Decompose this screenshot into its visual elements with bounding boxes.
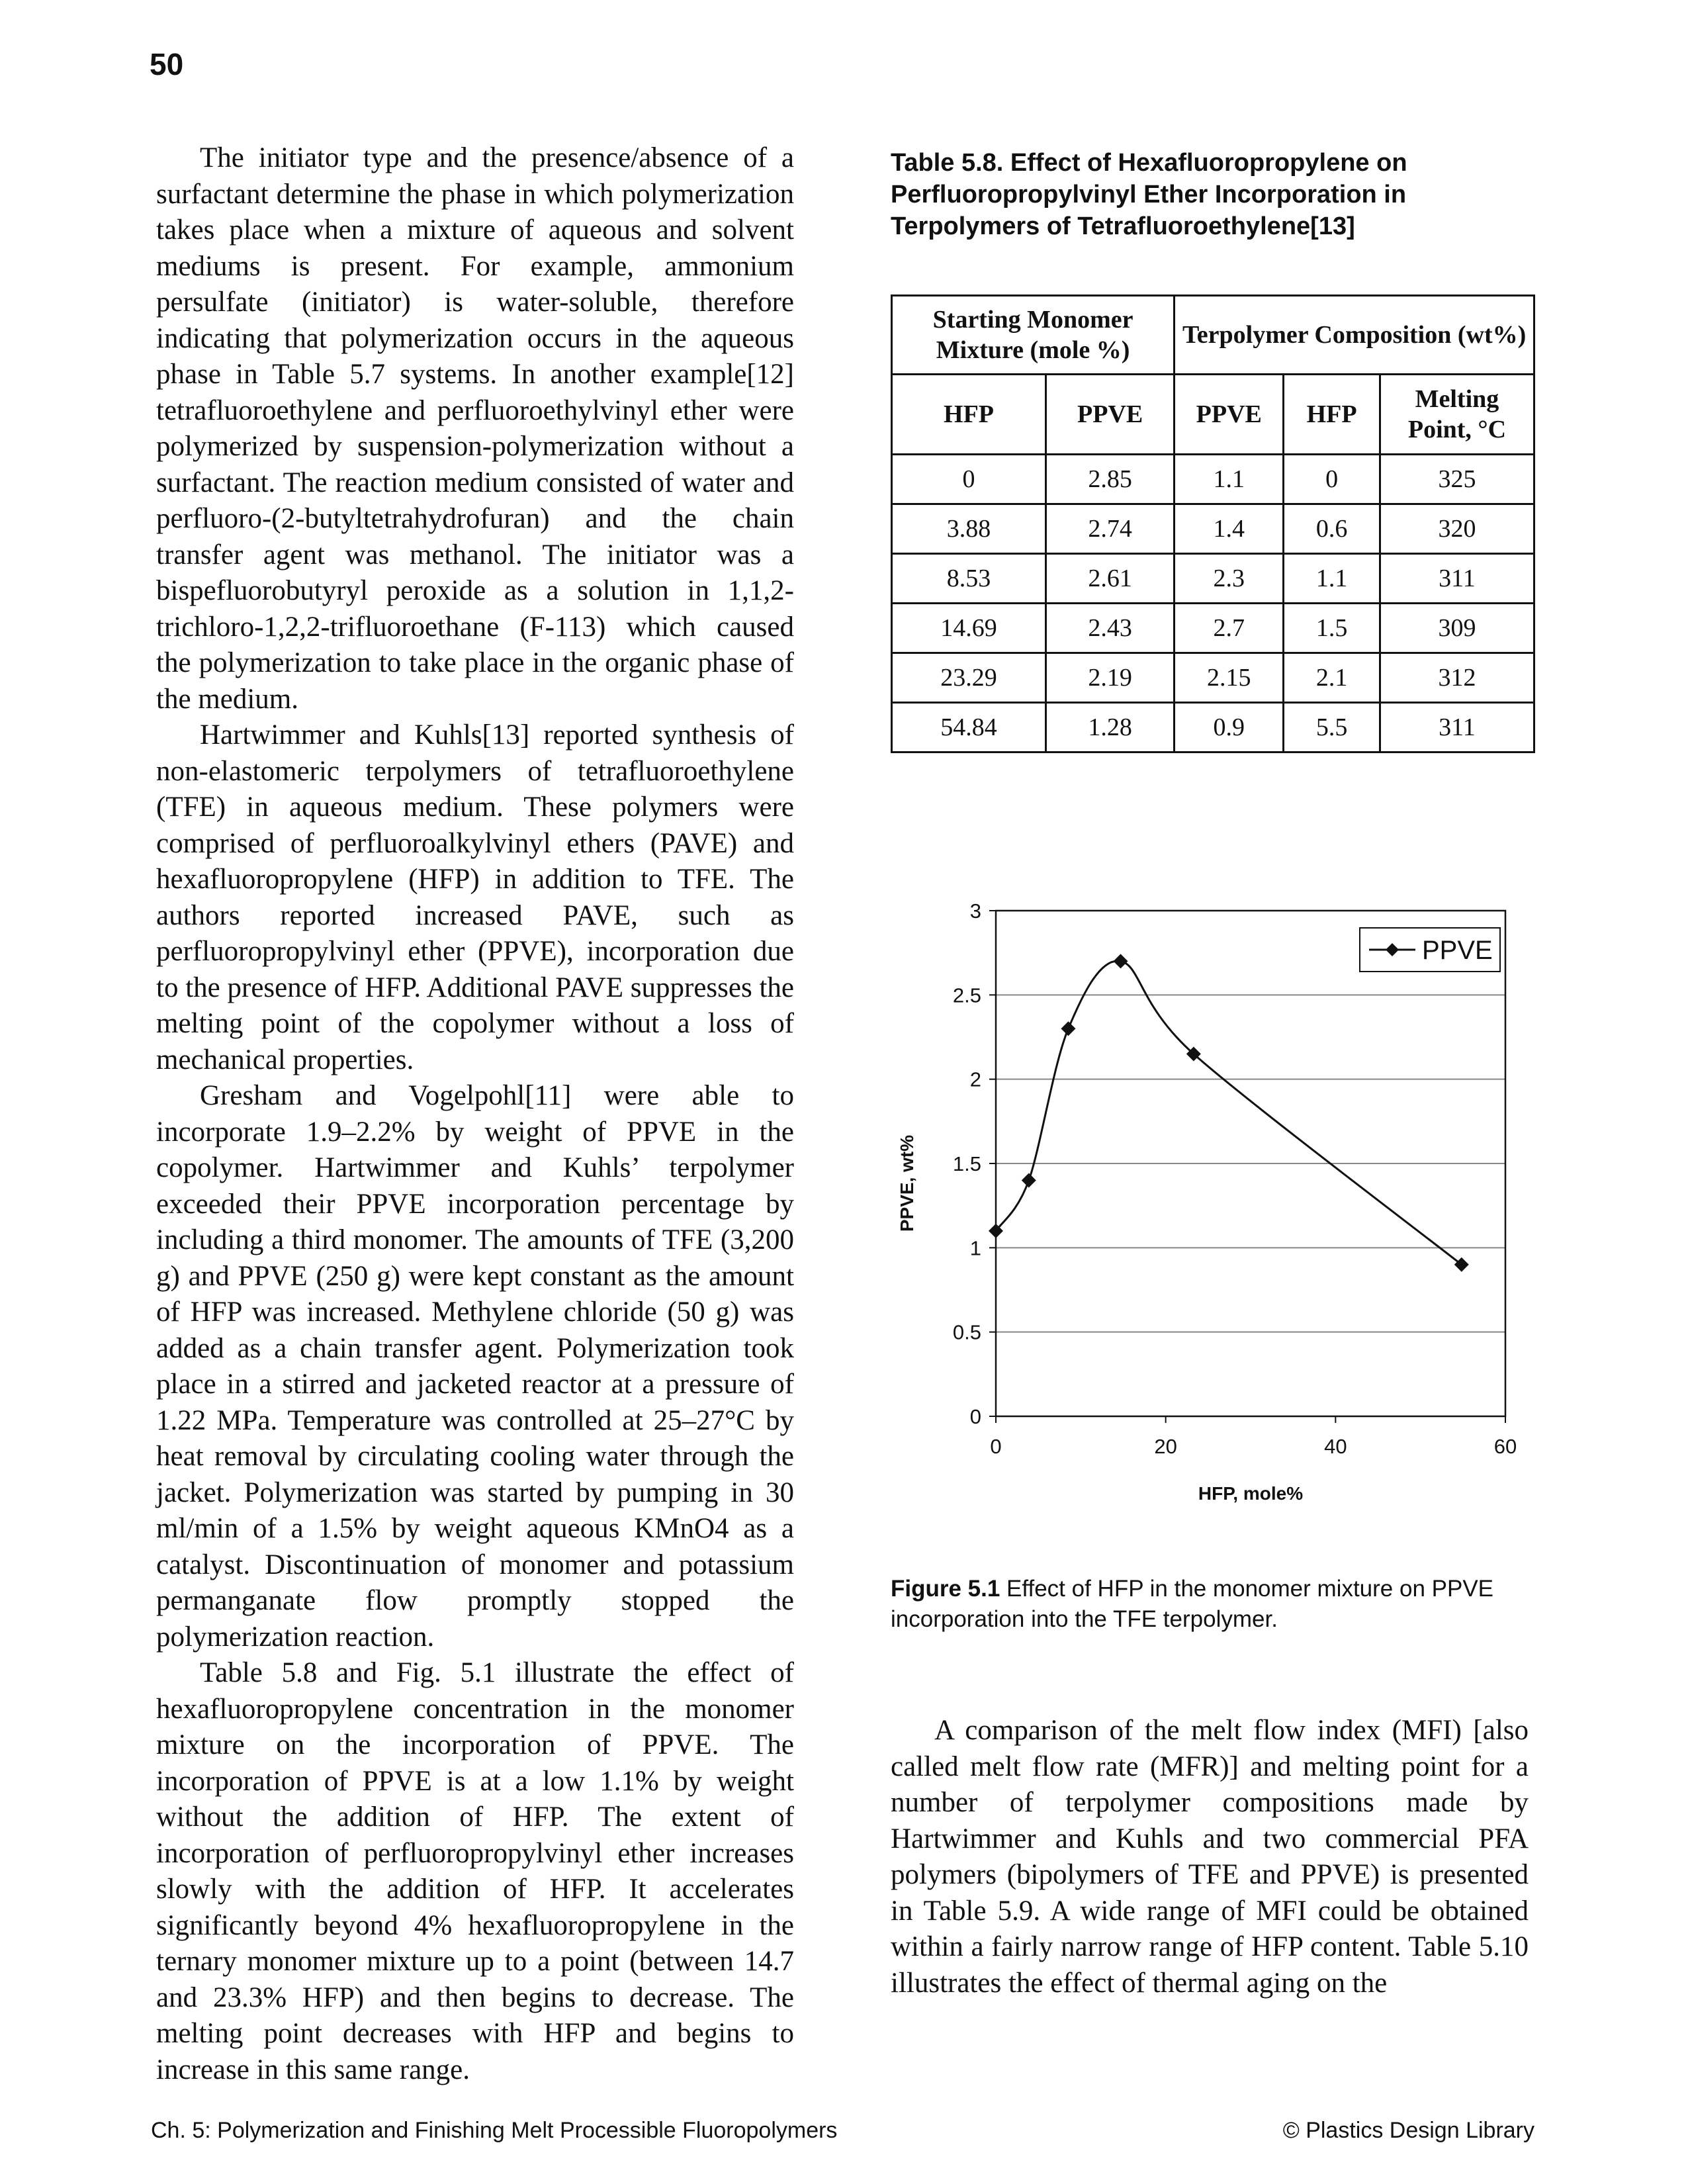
figure-caption: Figure 5.1 Effect of HFP in the monomer … (891, 1574, 1526, 1635)
table-cell: 320 (1378, 503, 1536, 555)
x-tick-label: 60 (1494, 1435, 1517, 1458)
table-group-header: Terpolymer Composition (wt%) (1173, 295, 1535, 375)
data-point-marker (1061, 1021, 1076, 1036)
table-cell: 23.29 (890, 652, 1047, 704)
table-column-header: PPVE (1045, 373, 1176, 455)
y-tick-label: 2 (970, 1068, 981, 1091)
table-row: 8.53 2.61 2.3 1.1 311 (890, 553, 1536, 604)
x-tick-label: 20 (1154, 1435, 1177, 1458)
data-point-marker (1186, 1046, 1201, 1062)
data-table: Starting Monomer Mixture (mole %) Terpol… (890, 295, 1536, 753)
table-group-header: Starting Monomer Mixture (mole %) (890, 295, 1176, 375)
table-cell: 2.7 (1173, 602, 1285, 654)
table-cell: 2.3 (1173, 553, 1285, 604)
legend-marker (1386, 943, 1399, 956)
paragraph: Table 5.8 and Fig. 5.1 illustrate the ef… (156, 1657, 794, 2085)
right-column: A comparison of the melt flow index (MFI… (891, 1713, 1529, 2001)
table-row: 54.84 1.28 0.9 5.5 311 (890, 702, 1536, 753)
page-number: 50 (150, 47, 184, 81)
y-tick-label: 0.5 (953, 1321, 981, 1344)
table-row: 14.69 2.43 2.7 1.5 309 (890, 602, 1536, 654)
table-cell: 2.43 (1045, 602, 1176, 654)
data-point-marker (989, 1223, 1003, 1238)
table-cell: 325 (1378, 453, 1536, 505)
paragraph: Gresham and Vogelpohl[11] were able to i… (156, 1080, 794, 1653)
y-tick-label: 2.5 (953, 983, 981, 1007)
table-cell: 2.74 (1045, 503, 1176, 555)
paragraph: A comparison of the melt flow index (MFI… (891, 1715, 1529, 1999)
table-cell: 311 (1378, 702, 1536, 753)
x-tick-label: 0 (990, 1435, 1001, 1458)
legend-label: PPVE (1422, 936, 1493, 965)
footer-publisher: © Plastics Design Library (1282, 2118, 1534, 2143)
table-cell: 1.5 (1282, 602, 1381, 654)
table-column-header: PPVE (1173, 373, 1285, 455)
table-cell: 2.1 (1282, 652, 1381, 704)
table-cell: 0.6 (1282, 503, 1381, 555)
table-cell: 2.19 (1045, 652, 1176, 704)
left-column: The initiator type and the presence/abse… (156, 140, 794, 2088)
table-cell: 0.9 (1173, 702, 1285, 753)
footer-chapter-title: Ch. 5: Polymerization and Finishing Melt… (151, 2118, 838, 2143)
table-column-header: HFP (890, 373, 1047, 455)
data-point-marker (1113, 954, 1128, 969)
table-cell: 311 (1378, 553, 1536, 604)
table-cell: 1.1 (1282, 553, 1381, 604)
table-cell: 0 (890, 453, 1047, 505)
table-cell: 1.28 (1045, 702, 1176, 753)
y-tick-label: 1.5 (953, 1152, 981, 1175)
y-tick-label: 3 (970, 899, 981, 923)
table-column-header: HFP (1282, 373, 1381, 455)
table-column-header: Melting Point, °C (1378, 373, 1536, 455)
table-cell: 5.5 (1282, 702, 1381, 753)
y-tick-label: 0 (970, 1405, 981, 1428)
table-cell: 0 (1282, 453, 1381, 505)
figure-caption-text: Effect of HFP in the monomer mixture on … (891, 1576, 1494, 1632)
table-row: 3.88 2.74 1.4 0.6 320 (890, 503, 1536, 555)
table-cell: 312 (1378, 652, 1536, 704)
y-axis-label: PPVE, wt% (897, 1135, 917, 1232)
table-row: 0 2.85 1.1 0 325 (890, 453, 1536, 505)
table-cell: 14.69 (890, 602, 1047, 654)
plot-frame (995, 909, 1507, 1418)
table-cell: 2.61 (1045, 553, 1176, 604)
series-line (995, 960, 1462, 1265)
x-axis-label: HFP, mole% (1198, 1483, 1303, 1504)
x-tick-label: 40 (1324, 1435, 1347, 1458)
figure-label: Figure 5.1 (891, 1576, 1000, 1602)
paragraph: The initiator type and the presence/abse… (156, 142, 794, 715)
table-cell: 309 (1378, 602, 1536, 654)
table-cell: 2.85 (1045, 453, 1176, 505)
table-cell: 8.53 (890, 553, 1047, 604)
paragraph: Hartwimmer and Kuhls[13] reported synthe… (156, 719, 794, 1075)
table-cell: 2.15 (1173, 652, 1285, 704)
table-cell: 54.84 (890, 702, 1047, 753)
table-row: 23.29 2.19 2.15 2.1 312 (890, 652, 1536, 704)
table-cell: 1.1 (1173, 453, 1285, 505)
data-point-marker (1454, 1257, 1469, 1272)
y-tick-label: 1 (970, 1236, 981, 1259)
table-caption: Table 5.8. Effect of Hexafluoropropylene… (891, 149, 1407, 240)
table-cell: 3.88 (890, 503, 1047, 555)
table-cell: 1.4 (1173, 503, 1285, 555)
data-point-marker (1021, 1173, 1036, 1188)
